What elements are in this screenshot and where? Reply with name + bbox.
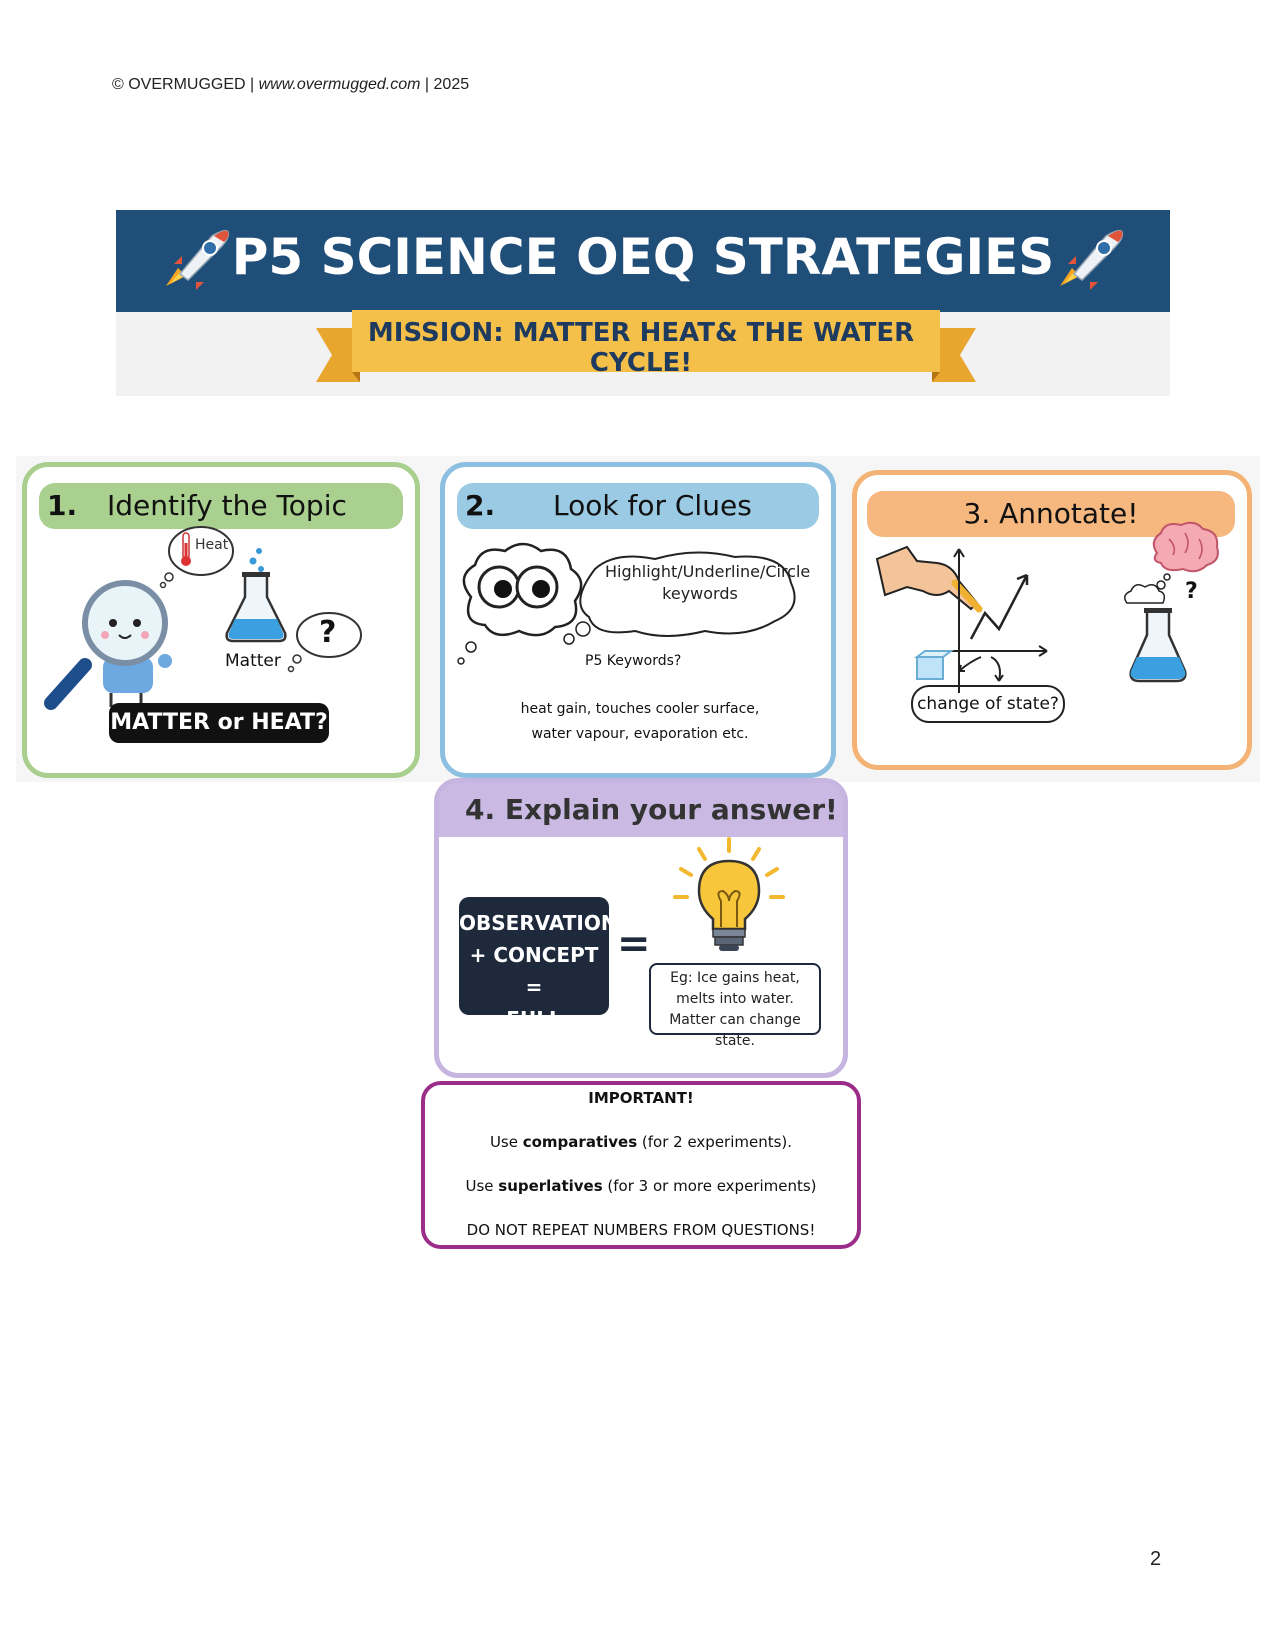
banner-band: [116, 210, 1170, 312]
example-line-3: Matter can change state.: [669, 1012, 801, 1049]
important-heading: IMPORTANT!: [588, 1089, 694, 1107]
clue-bubble-text: Highlight/Underline/Circle keywords: [605, 562, 811, 603]
important-line-1: Use comparatives (for 2 experiments).: [425, 1133, 857, 1151]
superlatives-term: superlatives: [498, 1177, 603, 1195]
magnifier-character-icon: [44, 580, 172, 710]
annotate-flask-icon: [1129, 608, 1187, 683]
step-1-title: Identify the Topic: [107, 489, 347, 522]
important-notice: IMPORTANT! Use comparatives (for 2 exper…: [421, 1081, 861, 1249]
heat-bubble-icon: [159, 526, 234, 589]
change-of-state-label: change of state?: [911, 685, 1065, 723]
step-4-header: 4. Explain your answer!: [439, 783, 843, 837]
matter-or-heat-badge: MATTER or HEAT?: [109, 703, 329, 743]
ribbon-icon: [316, 310, 976, 382]
line-1-prefix: Use: [489, 1133, 523, 1151]
step-4-panel: 4. Explain your answer! OBSERVATION + CO…: [434, 778, 848, 1078]
rocket-icon-right: [1060, 229, 1124, 290]
step-2-panel: 2. Look for Clues Highlight/Underline/Ci…: [440, 462, 836, 778]
formula-line-3: FULL MARKS!: [489, 1007, 579, 1063]
step-3-header: 3. Annotate!: [867, 491, 1235, 537]
question-mark: ?: [319, 615, 337, 650]
copyright-line: © OVERMUGGED | www.overmugged.com | 2025: [112, 76, 469, 94]
step-1-panel: 1. Identify the Topic Heat Matter: [22, 462, 420, 778]
equals-sign: =: [617, 921, 651, 967]
keywords-line-1: heat gain, touches cooler surface,: [520, 701, 760, 717]
copyright-brand: © OVERMUGGED |: [112, 76, 259, 93]
title-banner: P5 SCIENCE OEQ STRATEGIES MISSION: MATTE…: [116, 210, 1170, 396]
lightbulb-icon: [673, 837, 785, 951]
keywords-line-2: water vapour, evaporation etc.: [531, 726, 749, 742]
flask-icon: [225, 548, 287, 643]
step-3-title: 3. Annotate!: [963, 497, 1139, 530]
clue-bubble-icon: [563, 551, 796, 645]
heat-label: Heat: [195, 537, 229, 553]
line-2-prefix: Use: [465, 1177, 499, 1195]
example-line-2: melts into water.: [676, 991, 794, 1007]
step-1-number: 1.: [47, 489, 78, 522]
eyes-cloud-icon: [457, 542, 583, 665]
step-2-title: Look for Clues: [553, 489, 752, 522]
copyright-url: www.overmugged.com: [258, 76, 421, 93]
question-bubble-icon: [287, 612, 362, 673]
step-2-header: 2. Look for Clues: [457, 483, 819, 529]
matter-label: Matter: [225, 651, 281, 671]
banner-subtitle: MISSION: MATTER HEAT& THE WATER CYCLE!: [367, 318, 915, 378]
comparatives-term: comparatives: [522, 1133, 638, 1151]
ice-cube-icon: [914, 650, 1004, 682]
keywords-heading: P5 Keywords?: [585, 653, 682, 669]
thought-cloud-icon: [1124, 573, 1171, 604]
important-line-2: Use superlatives (for 3 or more experime…: [425, 1177, 857, 1195]
step-2-number: 2.: [465, 489, 496, 522]
example-line-1: Eg: Ice gains heat,: [670, 970, 800, 986]
banner-title: P5 SCIENCE OEQ STRATEGIES: [231, 228, 1055, 286]
example-box: Eg: Ice gains heat, melts into water. Ma…: [649, 963, 821, 1049]
keywords-list: heat gain, touches cooler surface, water…: [465, 697, 815, 747]
rocket-icon-left: [166, 229, 230, 290]
formula-line-2: + CONCEPT =: [469, 943, 599, 999]
line-2-suffix: (for 3 or more experiments): [602, 1177, 817, 1195]
step-1-header: 1. Identify the Topic: [39, 483, 403, 529]
important-line-3: DO NOT REPEAT NUMBERS FROM QUESTIONS!: [466, 1221, 816, 1239]
step-4-title: 4. Explain your answer!: [465, 793, 838, 826]
formula-line-1: OBSERVATION: [459, 911, 618, 935]
brain-icon: [1152, 521, 1219, 573]
formula-box: OBSERVATION + CONCEPT = FULL MARKS!: [459, 897, 618, 1063]
page-number: 2: [1150, 1548, 1162, 1570]
copyright-year: | 2025: [420, 76, 470, 93]
annotate-question-mark: ?: [1185, 579, 1198, 604]
step-3-panel: 3. Annotate! change of state? ?: [852, 470, 1252, 770]
line-1-suffix: (for 2 experiments).: [637, 1133, 793, 1151]
